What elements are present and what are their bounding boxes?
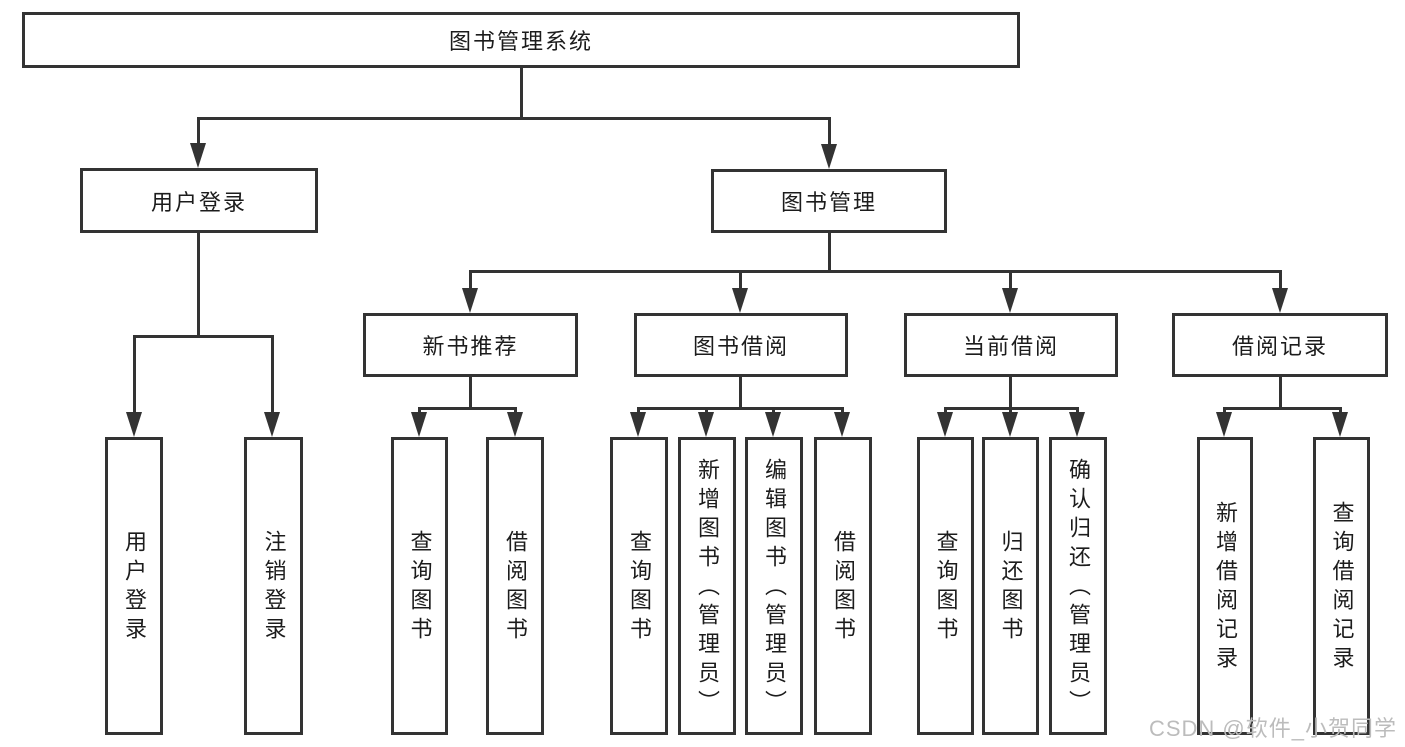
arrow-down-icon	[821, 144, 837, 169]
connector-line	[828, 117, 831, 147]
arrow-down-icon	[126, 412, 142, 437]
arrow-down-icon	[732, 288, 748, 313]
arrow-down-icon	[411, 412, 427, 437]
arrow-down-icon	[1216, 412, 1232, 437]
connector-line	[828, 233, 831, 273]
connector-line	[637, 407, 844, 410]
connector-line	[1223, 407, 1342, 410]
connector-line	[1279, 270, 1282, 295]
node-current-borrow: 当前借阅	[904, 313, 1118, 377]
connector-line	[1279, 377, 1282, 410]
leaf-logout: 注销登录	[244, 437, 303, 735]
arrow-down-icon	[264, 412, 280, 437]
leaf-return-book: 归还图书	[982, 437, 1039, 735]
arrow-down-icon	[462, 288, 478, 313]
arrow-down-icon	[1069, 412, 1085, 437]
arrow-down-icon	[630, 412, 646, 437]
watermark: CSDN @软件_小贺同学	[1148, 716, 1397, 741]
leaf-query-books-recommend: 查询图书	[391, 437, 448, 735]
leaf-query-books-current: 查询图书	[917, 437, 974, 735]
arrow-down-icon	[1002, 288, 1018, 313]
arrow-down-icon	[1272, 288, 1288, 313]
arrow-down-icon	[937, 412, 953, 437]
node-book-management: 图书管理	[711, 169, 947, 233]
connector-line	[469, 270, 472, 295]
node-borrow-records: 借阅记录	[1172, 313, 1388, 377]
connector-line	[197, 117, 831, 120]
connector-line	[469, 270, 1282, 273]
leaf-query-borrow-record: 查询借阅记录	[1313, 437, 1370, 735]
connector-line	[739, 270, 742, 295]
connector-line	[133, 335, 274, 338]
leaf-edit-book-admin: 编辑图书（管理员）	[745, 437, 803, 735]
arrow-down-icon	[834, 412, 850, 437]
leaf-borrow-books: 借阅图书	[814, 437, 872, 735]
connector-line	[1009, 270, 1012, 295]
connector-line	[197, 233, 200, 338]
connector-line	[739, 377, 742, 410]
connector-line	[520, 68, 523, 120]
connector-line	[469, 377, 472, 410]
leaf-add-book-admin: 新增图书（管理员）	[678, 437, 736, 735]
connector-line	[1009, 377, 1012, 410]
arrow-down-icon	[190, 143, 206, 168]
leaf-confirm-return-admin: 确认归还（管理员）	[1049, 437, 1107, 735]
arrow-down-icon	[1332, 412, 1348, 437]
leaf-query-books-borrow: 查询图书	[610, 437, 668, 735]
connector-line	[271, 335, 274, 417]
node-user-login: 用户登录	[80, 168, 318, 233]
node-new-book-recommend: 新书推荐	[363, 313, 578, 377]
arrow-down-icon	[507, 412, 523, 437]
leaf-user-login: 用户登录	[105, 437, 163, 735]
node-book-borrow: 图书借阅	[634, 313, 848, 377]
arrow-down-icon	[765, 412, 781, 437]
connector-line	[197, 117, 200, 147]
arrow-down-icon	[698, 412, 714, 437]
leaf-add-borrow-record: 新增借阅记录	[1197, 437, 1253, 735]
connector-line	[133, 335, 136, 417]
connector-line	[418, 407, 517, 410]
leaf-borrow-books-recommend: 借阅图书	[486, 437, 544, 735]
node-root: 图书管理系统	[22, 12, 1020, 68]
arrow-down-icon	[1002, 412, 1018, 437]
